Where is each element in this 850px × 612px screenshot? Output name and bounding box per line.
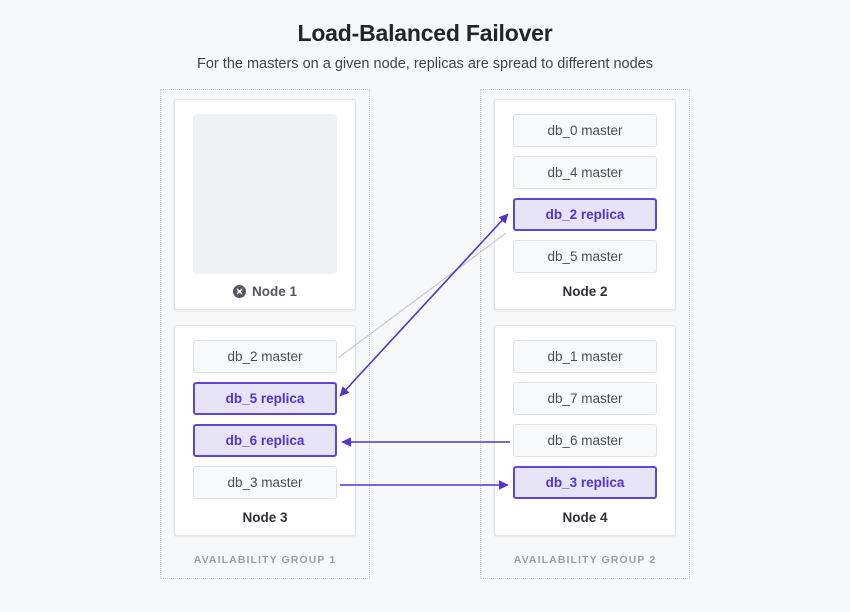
node-3-label-row: Node 3 — [175, 510, 355, 525]
db-box-replica[interactable]: db_2 replica — [513, 198, 657, 231]
node-2-label-row: Node 2 — [495, 284, 675, 299]
availability-group-1-label: AVAILABILITY GROUP 1 — [193, 554, 337, 566]
node-1-empty-placeholder — [193, 114, 337, 274]
db-box-master[interactable]: db_3 master — [193, 466, 337, 499]
x-circle-icon — [232, 285, 246, 298]
node-card-3[interactable]: db_2 master db_5 replica db_6 replica db… — [174, 325, 356, 536]
node-1-label-row: Node 1 — [175, 284, 355, 299]
node-card-1[interactable]: Node 1 — [174, 99, 356, 310]
db-box-master[interactable]: db_1 master — [513, 340, 657, 373]
node-1-label: Node 1 — [251, 284, 297, 299]
db-box-replica[interactable]: db_3 replica — [513, 466, 657, 499]
node-3-database-list: db_2 master db_5 replica db_6 replica db… — [193, 340, 337, 499]
node-4-label-row: Node 4 — [495, 510, 675, 525]
page-title: Load-Balanced Failover — [297, 20, 553, 46]
availability-group-2-label: AVAILABILITY GROUP 2 — [513, 554, 657, 566]
db-box-replica[interactable]: db_6 replica — [193, 424, 337, 457]
node-card-2[interactable]: db_0 master db_4 master db_2 replica db_… — [494, 99, 676, 310]
db-box-master[interactable]: db_5 master — [513, 240, 657, 273]
node-4-database-list: db_1 master db_7 master db_6 master db_3… — [513, 340, 657, 499]
db-box-replica[interactable]: db_5 replica — [193, 382, 337, 415]
node-2-database-list: db_0 master db_4 master db_2 replica db_… — [513, 114, 657, 273]
header: Load-Balanced Failover For the masters o… — [0, 20, 850, 72]
node-2-label: Node 2 — [562, 284, 608, 299]
db-box-master[interactable]: db_4 master — [513, 156, 657, 189]
node-card-4[interactable]: db_1 master db_7 master db_6 master db_3… — [494, 325, 676, 536]
page-subtitle: For the masters on a given node, replica… — [197, 56, 653, 72]
db-box-master[interactable]: db_7 master — [513, 382, 657, 415]
db-box-master[interactable]: db_0 master — [513, 114, 657, 147]
node-3-label: Node 3 — [242, 510, 288, 525]
node-4-label: Node 4 — [562, 510, 608, 525]
db-box-master[interactable]: db_2 master — [193, 340, 337, 373]
db-box-master[interactable]: db_6 master — [513, 424, 657, 457]
